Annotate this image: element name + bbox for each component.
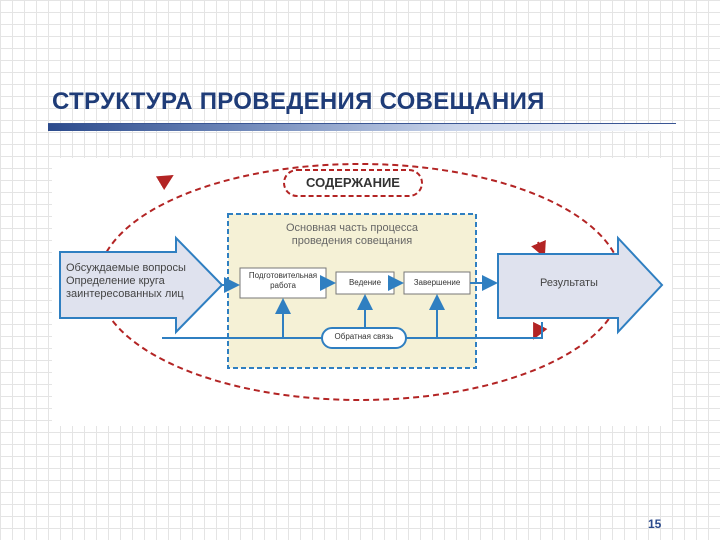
meeting-structure-diagram: СОДЕРЖАНИЕ Обсуждаемые вопросы Определен… [52,158,672,426]
ellipse-arrow-left [155,174,174,191]
stage-label-conduct: Ведение [348,278,382,287]
inputs-line: заинтересованных лиц [66,288,184,300]
title-underline-bar [48,124,676,131]
title-rule [48,123,676,124]
ellipse-arrow-bottom-right [533,321,548,340]
core-title-line: Основная часть процесса [285,222,419,234]
diagram-graphics [59,163,664,401]
inputs-line: Определение круга [66,275,165,287]
core-process-title: Основная часть процесса проведения совещ… [228,222,476,248]
inputs-arrow [59,235,224,335]
slide-number: 15 [648,517,662,531]
content-label-pill [283,169,423,197]
inputs-text: Обсуждаемые вопросы Определение круга за… [66,262,186,301]
inputs-line: Обсуждаемые вопросы [66,262,186,274]
feedback-label: Обратная связь [334,332,394,341]
stage-label-preparation: Подготовительная работа [248,271,318,290]
stage-box-preparation [239,267,327,299]
feedback-loop-line [162,322,543,339]
core-title-line: проведения совещания [291,235,413,247]
results-arrow [497,235,664,335]
content-label: СОДЕРЖАНИЕ [306,175,400,190]
stage-label-completion: Завершение [413,278,461,287]
feedback-pill [321,327,407,349]
slide-title: СТРУКТУРА ПРОВЕДЕНИЯ СОВЕЩАНИЯ [52,88,545,115]
results-label: Результаты [540,277,598,289]
